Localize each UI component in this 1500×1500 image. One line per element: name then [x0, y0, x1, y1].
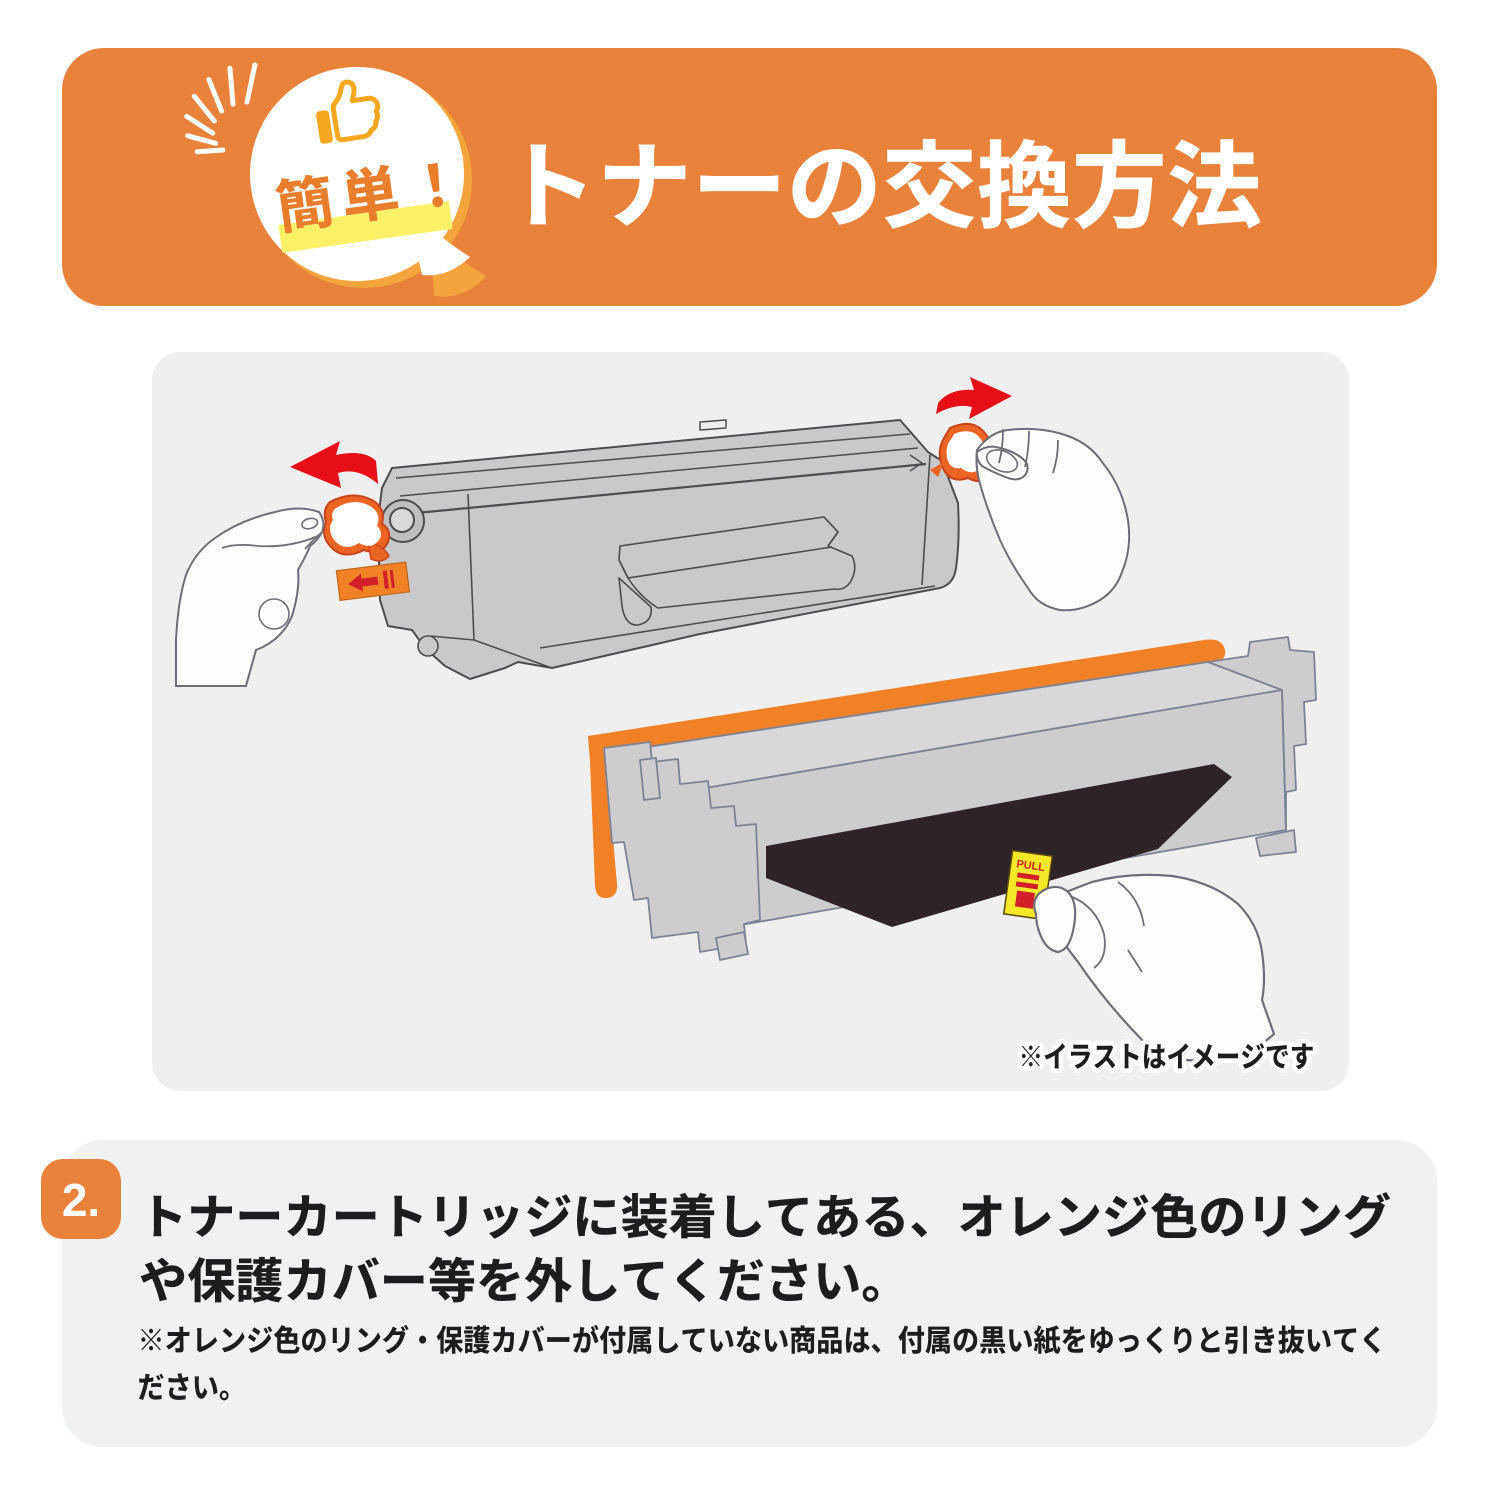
svg-text:PULL: PULL: [1016, 858, 1046, 874]
svg-text:2.: 2.: [62, 1174, 100, 1226]
